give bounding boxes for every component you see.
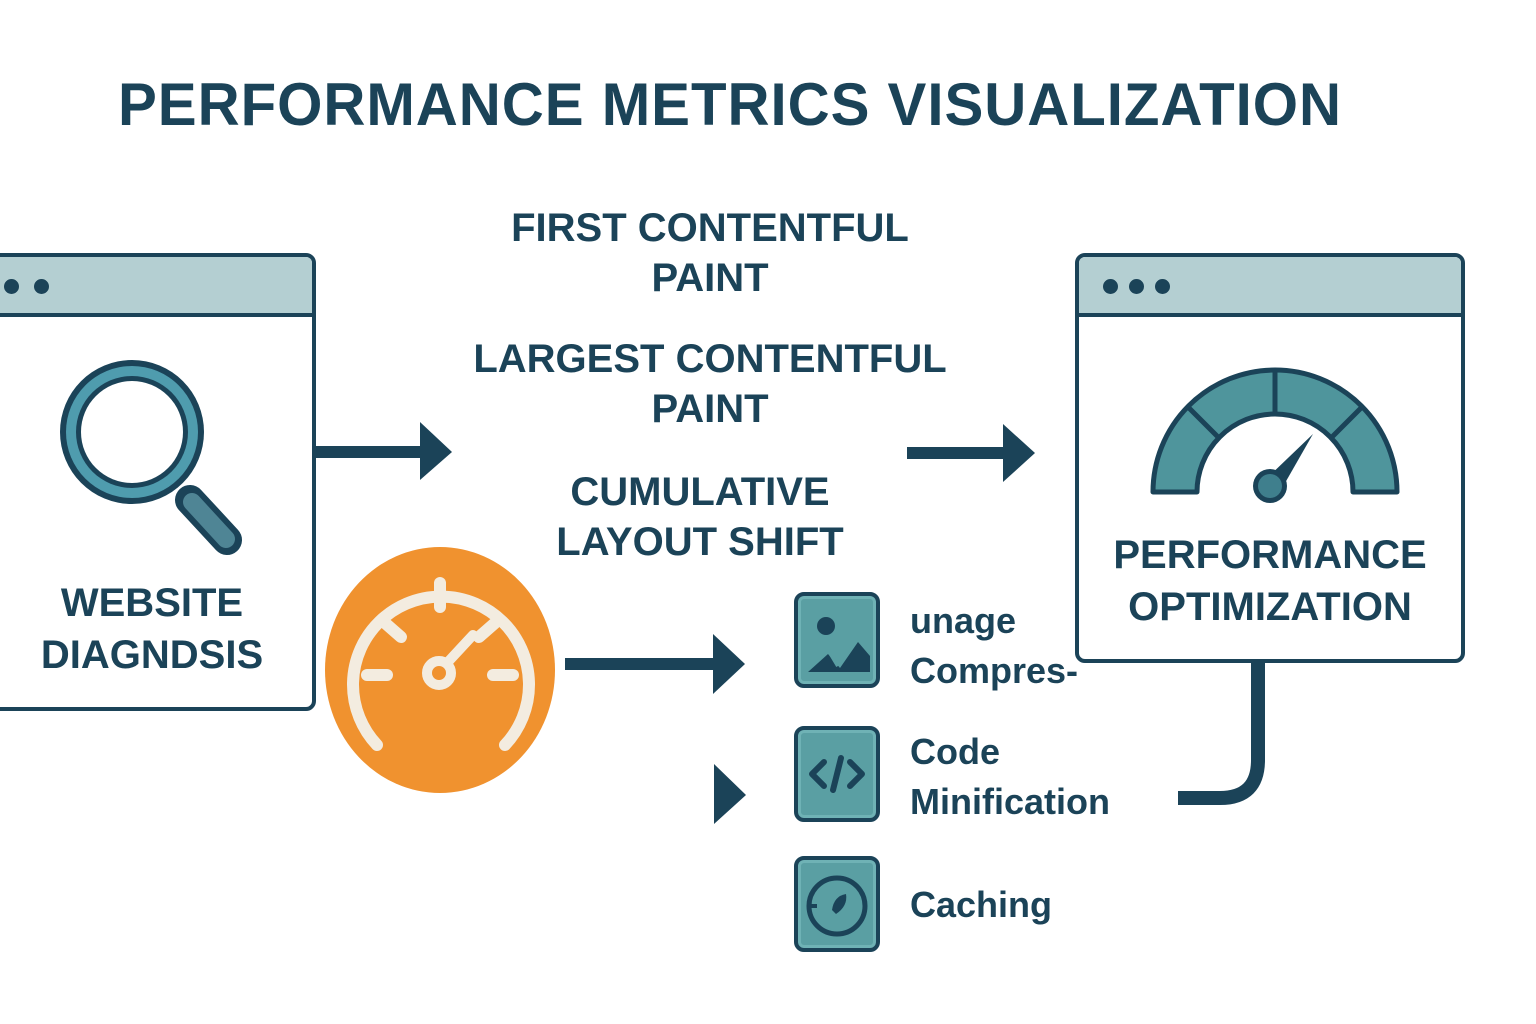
technique-tile-image-compression xyxy=(794,592,880,688)
technique-line: Compres- xyxy=(910,650,1079,691)
metric-line: FIRST CONTENTFUL xyxy=(511,206,909,250)
technique-tile-code-minification xyxy=(794,726,880,822)
arrow-badge-to-techniques xyxy=(565,634,745,694)
label-line: DIAGNDSIS xyxy=(40,633,264,677)
technique-line: Minification xyxy=(910,781,1110,822)
window-dot xyxy=(4,279,19,294)
technique-label-code-minification: Code Minification xyxy=(910,727,1110,827)
label-line: PERFORMANCE xyxy=(1113,533,1427,577)
metric-line: PAINT xyxy=(651,256,769,300)
arrow-metrics-to-optimization xyxy=(907,424,1035,482)
label-line: OPTIMIZATION xyxy=(1128,585,1412,629)
image-icon xyxy=(808,617,870,672)
window-dot xyxy=(1129,279,1144,294)
performance-optimization-panel: PERFORMANCE OPTIMIZATION xyxy=(1075,253,1465,663)
technique-line: Code xyxy=(910,731,1000,772)
window-dot xyxy=(1155,279,1170,294)
window-dot xyxy=(34,279,49,294)
website-diagnosis-panel: WEBSITE DIAGNDSIS xyxy=(0,253,316,711)
page-title: PERFORMANCE METRICS VISUALIZATION xyxy=(118,71,1343,138)
speedometer-badge xyxy=(325,547,555,793)
metric-cumulative-layout-shift: CUMULATIVE LAYOUT SHIFT xyxy=(400,467,1000,567)
gauge-icon xyxy=(1150,367,1400,503)
arrow-diagnosis-to-metrics xyxy=(314,422,452,480)
connector-optimization-to-techniques xyxy=(1178,662,1265,805)
website-diagnosis-label: WEBSITE DIAGNDSIS xyxy=(0,577,312,681)
triangle-marker xyxy=(714,764,746,824)
speedometer-icon xyxy=(347,577,535,751)
performance-optimization-label: PERFORMANCE OPTIMIZATION xyxy=(1079,529,1461,633)
metric-largest-contentful-paint: LARGEST CONTENTFUL PAINT xyxy=(410,334,1010,434)
label-line: WEBSITE xyxy=(60,581,244,625)
technique-line: Caching xyxy=(910,884,1053,925)
technique-label-image-compression: unage Compres- xyxy=(910,596,1078,696)
window-title-bar xyxy=(0,257,312,317)
clock-icon xyxy=(806,875,868,937)
metric-line: LARGEST CONTENTFUL xyxy=(473,337,947,381)
metric-line: CUMULATIVE xyxy=(570,470,830,514)
metric-first-contentful-paint: FIRST CONTENTFUL PAINT xyxy=(410,203,1010,303)
code-icon xyxy=(809,755,865,793)
metric-line: LAYOUT SHIFT xyxy=(556,520,844,564)
window-title-bar xyxy=(1079,257,1461,317)
technique-line: unage xyxy=(910,600,1017,641)
metric-line: PAINT xyxy=(651,387,769,431)
magnifier-icon xyxy=(60,360,242,555)
technique-label-caching: Caching xyxy=(910,880,1052,930)
window-dot xyxy=(1103,279,1118,294)
technique-tile-caching xyxy=(794,856,880,952)
